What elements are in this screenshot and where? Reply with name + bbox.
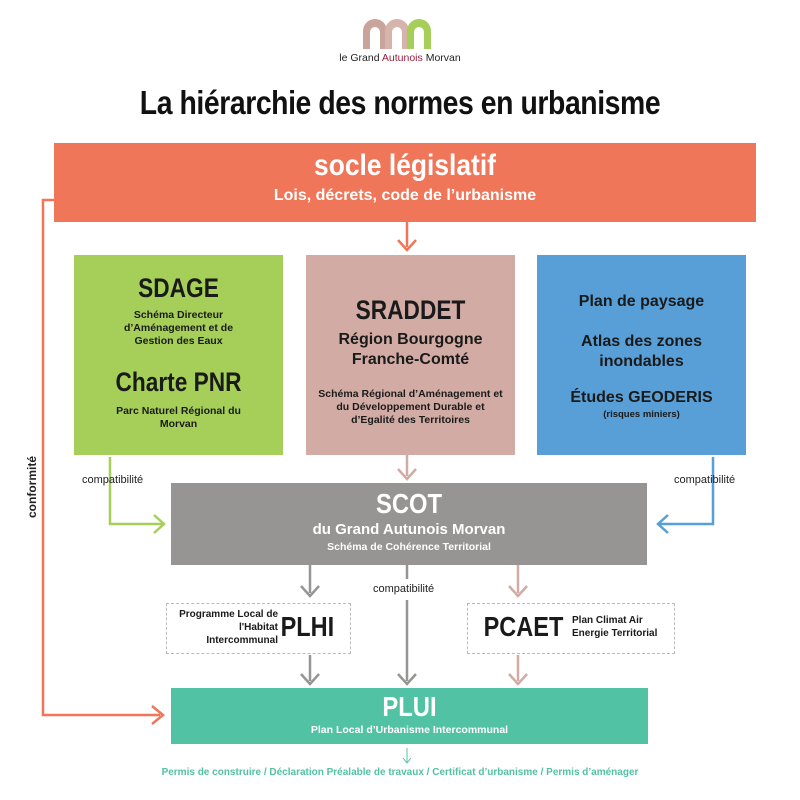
plui-desc: Plan Local d’Urbanisme Intercommunal — [310, 724, 509, 736]
plui-title: PLUI — [382, 691, 437, 722]
socle-subtitle: Lois, décrets, code de l’urbanisme — [273, 187, 537, 204]
plui-box: PLUI Plan Local d’Urbanisme Intercommuna… — [171, 688, 648, 744]
scot-title: SCOT — [375, 488, 443, 519]
logo-suffix: Morvan — [422, 52, 461, 64]
sraddet-title: SRADDET — [355, 295, 466, 325]
logo-prefix: le Grand — [339, 52, 382, 64]
pcaet-desc: Plan Climat Air Energie Territorial — [572, 615, 658, 639]
label-compat-left: compatibilité — [82, 474, 144, 486]
pcaet-box: PCAET Plan Climat Air Energie Territoria… — [467, 603, 675, 654]
arrow-sdage-scot — [108, 457, 162, 526]
etudes-geoderis: Études GEODERIS — [570, 389, 713, 406]
label-compat-center: compatibilité — [373, 583, 435, 595]
label-compat-right: compatibilité — [674, 474, 736, 486]
sraddet-box: SRADDET Région Bourgogne Franche-Comté S… — [306, 255, 515, 455]
sdage-desc: Schéma Directeur d’Aménagement et de Ges… — [123, 309, 234, 347]
logo-text: le Grand Autunois Morvan — [300, 52, 500, 64]
paysage-box: Plan de paysage Atlas des zones inondabl… — [537, 255, 746, 455]
geoderis-note: (risques miniers) — [603, 409, 680, 420]
arrow-blue-scot — [660, 457, 715, 526]
charte-desc: Parc Naturel Régional du Morvan — [116, 405, 241, 430]
arrow-conformite — [41, 198, 160, 717]
atlas-zones: Atlas des zones inondables — [581, 333, 702, 370]
sraddet-desc: Schéma Régional d’Aménagement et du Déve… — [318, 388, 503, 426]
logo-icon — [363, 19, 431, 49]
sraddet-region: Région Bourgogne Franche-Comté — [338, 331, 483, 368]
logo-accent: Autunois — [381, 52, 423, 64]
footnote: Permis de construire / Déclaration Préal… — [161, 767, 639, 778]
socle-title: socle législatif — [314, 149, 496, 182]
plhi-title: PLHI — [280, 611, 335, 642]
scot-box: SCOT du Grand Autunois Morvan Schéma de … — [171, 483, 647, 565]
scot-subtitle: du Grand Autunois Morvan — [312, 521, 506, 538]
scot-desc: Schéma de Cohérence Territorial — [327, 541, 491, 553]
socle-box: socle législatif Lois, décrets, code de … — [54, 143, 756, 222]
charte-title: Charte PNR — [115, 367, 242, 397]
pcaet-title: PCAET — [483, 611, 564, 642]
page-title: La hiérarchie des normes en urbanisme — [139, 84, 661, 121]
sdage-charte-box: SDAGE Schéma Directeur d’Aménagement et … — [74, 255, 283, 455]
plhi-box: Programme Local de l'Habitat Intercommun… — [166, 603, 351, 654]
plan-paysage: Plan de paysage — [578, 293, 705, 310]
sdage-title: SDAGE — [138, 273, 219, 303]
plhi-desc: Programme Local de l'Habitat Intercommun… — [179, 609, 278, 646]
label-conformite: conformité — [25, 456, 39, 519]
